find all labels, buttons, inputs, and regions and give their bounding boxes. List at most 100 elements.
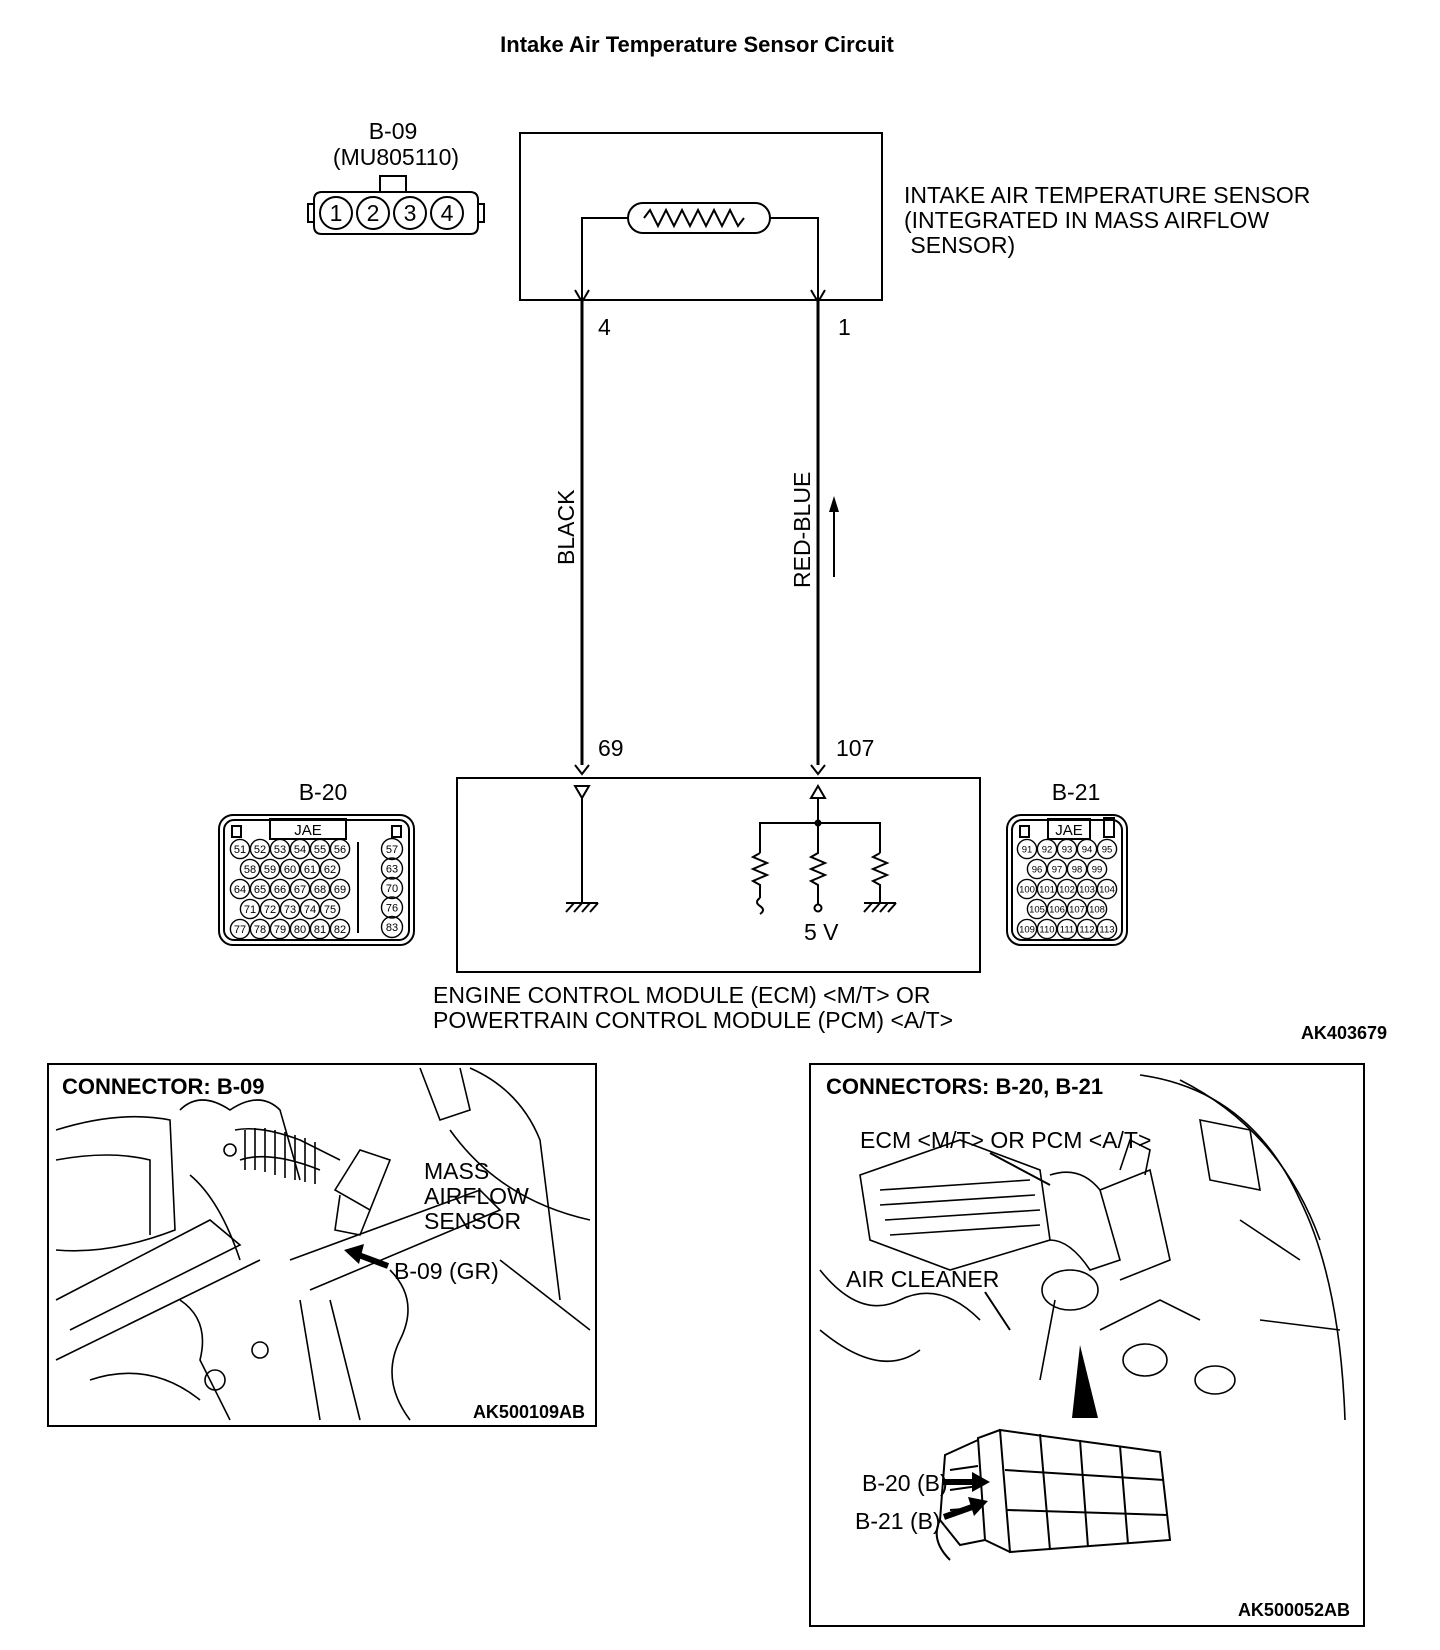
b09-pin-label: 1 — [330, 200, 343, 226]
b21-pin-label: 94 — [1082, 845, 1093, 856]
b21-pin-label: 98 — [1072, 865, 1083, 876]
b21-pin-label: 109 — [1019, 925, 1035, 936]
b21-pin-label: 100 — [1019, 885, 1035, 896]
diagram-title: Intake Air Temperature Sensor Circuit — [500, 32, 894, 57]
resistor-right-icon — [870, 852, 890, 903]
b21-pin-circle — [1046, 898, 1068, 920]
b20-pin-label: 71 — [244, 904, 256, 916]
b21-pin-circle — [1036, 918, 1058, 940]
sensor-label-line-2: (INTEGRATED IN MASS AIRFLOW — [904, 207, 1269, 233]
ecm-label-line-2: POWERTRAIN CONTROL MODULE (PCM) <A/T> — [433, 1007, 953, 1033]
b20-pin-circle — [380, 837, 404, 861]
b20-pin-label: 60 — [284, 864, 296, 876]
b21-pin-label: 106 — [1049, 905, 1065, 916]
b21-pin-label: 92 — [1042, 845, 1053, 856]
b09-pin-label: 3 — [404, 200, 417, 226]
resistor-pullup-icon — [808, 823, 828, 905]
panel-left-label-1: MASS — [424, 1158, 489, 1184]
b20-pin-circle — [269, 878, 291, 900]
b20-pin-label: 68 — [314, 884, 326, 896]
b21-pin-label: 91 — [1022, 845, 1033, 856]
wire-color-red-blue: RED-BLUE — [789, 472, 815, 588]
b21-pin-circle — [1036, 838, 1058, 860]
b20-pin-label: 83 — [386, 922, 398, 934]
b21-pin-circle — [1026, 898, 1048, 920]
b20-pin-label: 52 — [254, 844, 266, 856]
panel-left-code: AK500109AB — [473, 1402, 585, 1422]
b20-pin-circle — [279, 898, 301, 920]
b21-pin-circle — [1086, 898, 1108, 920]
b20-pin-circle — [259, 898, 281, 920]
b21-pin-label: 108 — [1089, 905, 1105, 916]
b20-pin-label: 64 — [234, 884, 246, 896]
b20-pin-circle — [239, 858, 261, 880]
mass-airflow-sensor-icon — [333, 1149, 392, 1212]
figure-code: AK403679 — [1301, 1023, 1387, 1043]
b20-pin-circle — [380, 857, 404, 880]
panel-right-b20-label: B-20 (B) — [862, 1470, 948, 1496]
ecm-location-pointer — [1072, 1345, 1098, 1418]
b21-pin-circle — [1056, 838, 1078, 860]
b20-pin-label: 79 — [274, 924, 286, 936]
panel-right-ecm-label: ECM <M/T> OR PCM <A/T> — [860, 1127, 1151, 1153]
b20-pin-circle — [229, 918, 251, 940]
ecm-input-69-symbol — [573, 785, 591, 800]
b20-pin-circle — [380, 915, 404, 939]
sensor-label-line-1: INTAKE AIR TEMPERATURE SENSOR — [904, 182, 1310, 208]
b21-pin-label: 96 — [1032, 865, 1043, 876]
b20-pin-label: 76 — [386, 903, 398, 915]
panel-right-air-cleaner: AIR CLEANER — [846, 1266, 999, 1292]
b21-pin-circle — [1016, 918, 1038, 940]
ecm-module-icon — [935, 1428, 1172, 1561]
b21-brand: JAE — [1055, 822, 1083, 839]
b20-pin-circle — [309, 918, 331, 940]
b20-pin-label: 72 — [264, 904, 276, 916]
b20-pin-circle — [309, 838, 331, 860]
b21-pin-label: 99 — [1092, 865, 1103, 876]
b09-pin-circle — [393, 196, 427, 230]
b20-pin-label: 62 — [324, 864, 336, 876]
b21-pin-label: 101 — [1039, 885, 1055, 896]
wire-red-blue: 1 107 RED-BLUE — [789, 300, 874, 776]
b21-pin-circle — [1096, 878, 1118, 900]
resistor-left-icon — [750, 852, 770, 898]
b20-pin-circle — [239, 898, 261, 920]
b20-pin-label: 56 — [334, 844, 346, 856]
b20-pin-circle — [319, 858, 341, 880]
panel-left-label-3: SENSOR — [424, 1208, 521, 1234]
b21-pin-circle — [1036, 878, 1058, 900]
b20-pin-label: 63 — [386, 864, 398, 876]
b09-pointer-arrow — [354, 1251, 390, 1269]
b21-pin-circle — [1096, 838, 1118, 860]
thermistor-symbol — [627, 202, 771, 234]
b21-pin-circle — [1016, 878, 1038, 900]
b20-pin-label: 75 — [324, 904, 336, 916]
b20-pin-circle — [249, 918, 271, 940]
b21-pin-label: 103 — [1079, 885, 1095, 896]
b20-pin-label: 57 — [386, 844, 398, 856]
b09-connector-part: (MU805110) — [333, 144, 459, 170]
b09-pin-circle — [356, 196, 390, 230]
b20-pin-circle — [380, 876, 404, 900]
b20-pin-circle — [329, 838, 351, 860]
ecm-input-107-symbol — [809, 784, 827, 799]
b20-pin-label: 59 — [264, 864, 276, 876]
panel-left-title: CONNECTOR: B-09 — [62, 1074, 265, 1099]
b20-pin-circle — [269, 918, 291, 940]
panel-right-title: CONNECTORS: B-20, B-21 — [826, 1074, 1103, 1099]
engine-bay-sketch-right — [819, 1074, 1346, 1421]
b20-pin-label: 81 — [314, 924, 326, 936]
b21-pin-circle — [1066, 898, 1088, 920]
ecm-box: 5 V — [456, 777, 981, 973]
b20-pin-circle — [289, 918, 311, 940]
panel-left-arrow-label: B-09 (GR) — [394, 1258, 499, 1284]
b21-pin-label: 102 — [1059, 885, 1075, 896]
b21-pin-label: 107 — [1069, 905, 1085, 916]
b20-pin-label: 51 — [234, 844, 246, 856]
b21-pin-circle — [1046, 858, 1068, 880]
b20-pin-circle — [249, 878, 271, 900]
b21-pin-circle — [1086, 858, 1108, 880]
b20-pin-label: 74 — [304, 904, 316, 916]
